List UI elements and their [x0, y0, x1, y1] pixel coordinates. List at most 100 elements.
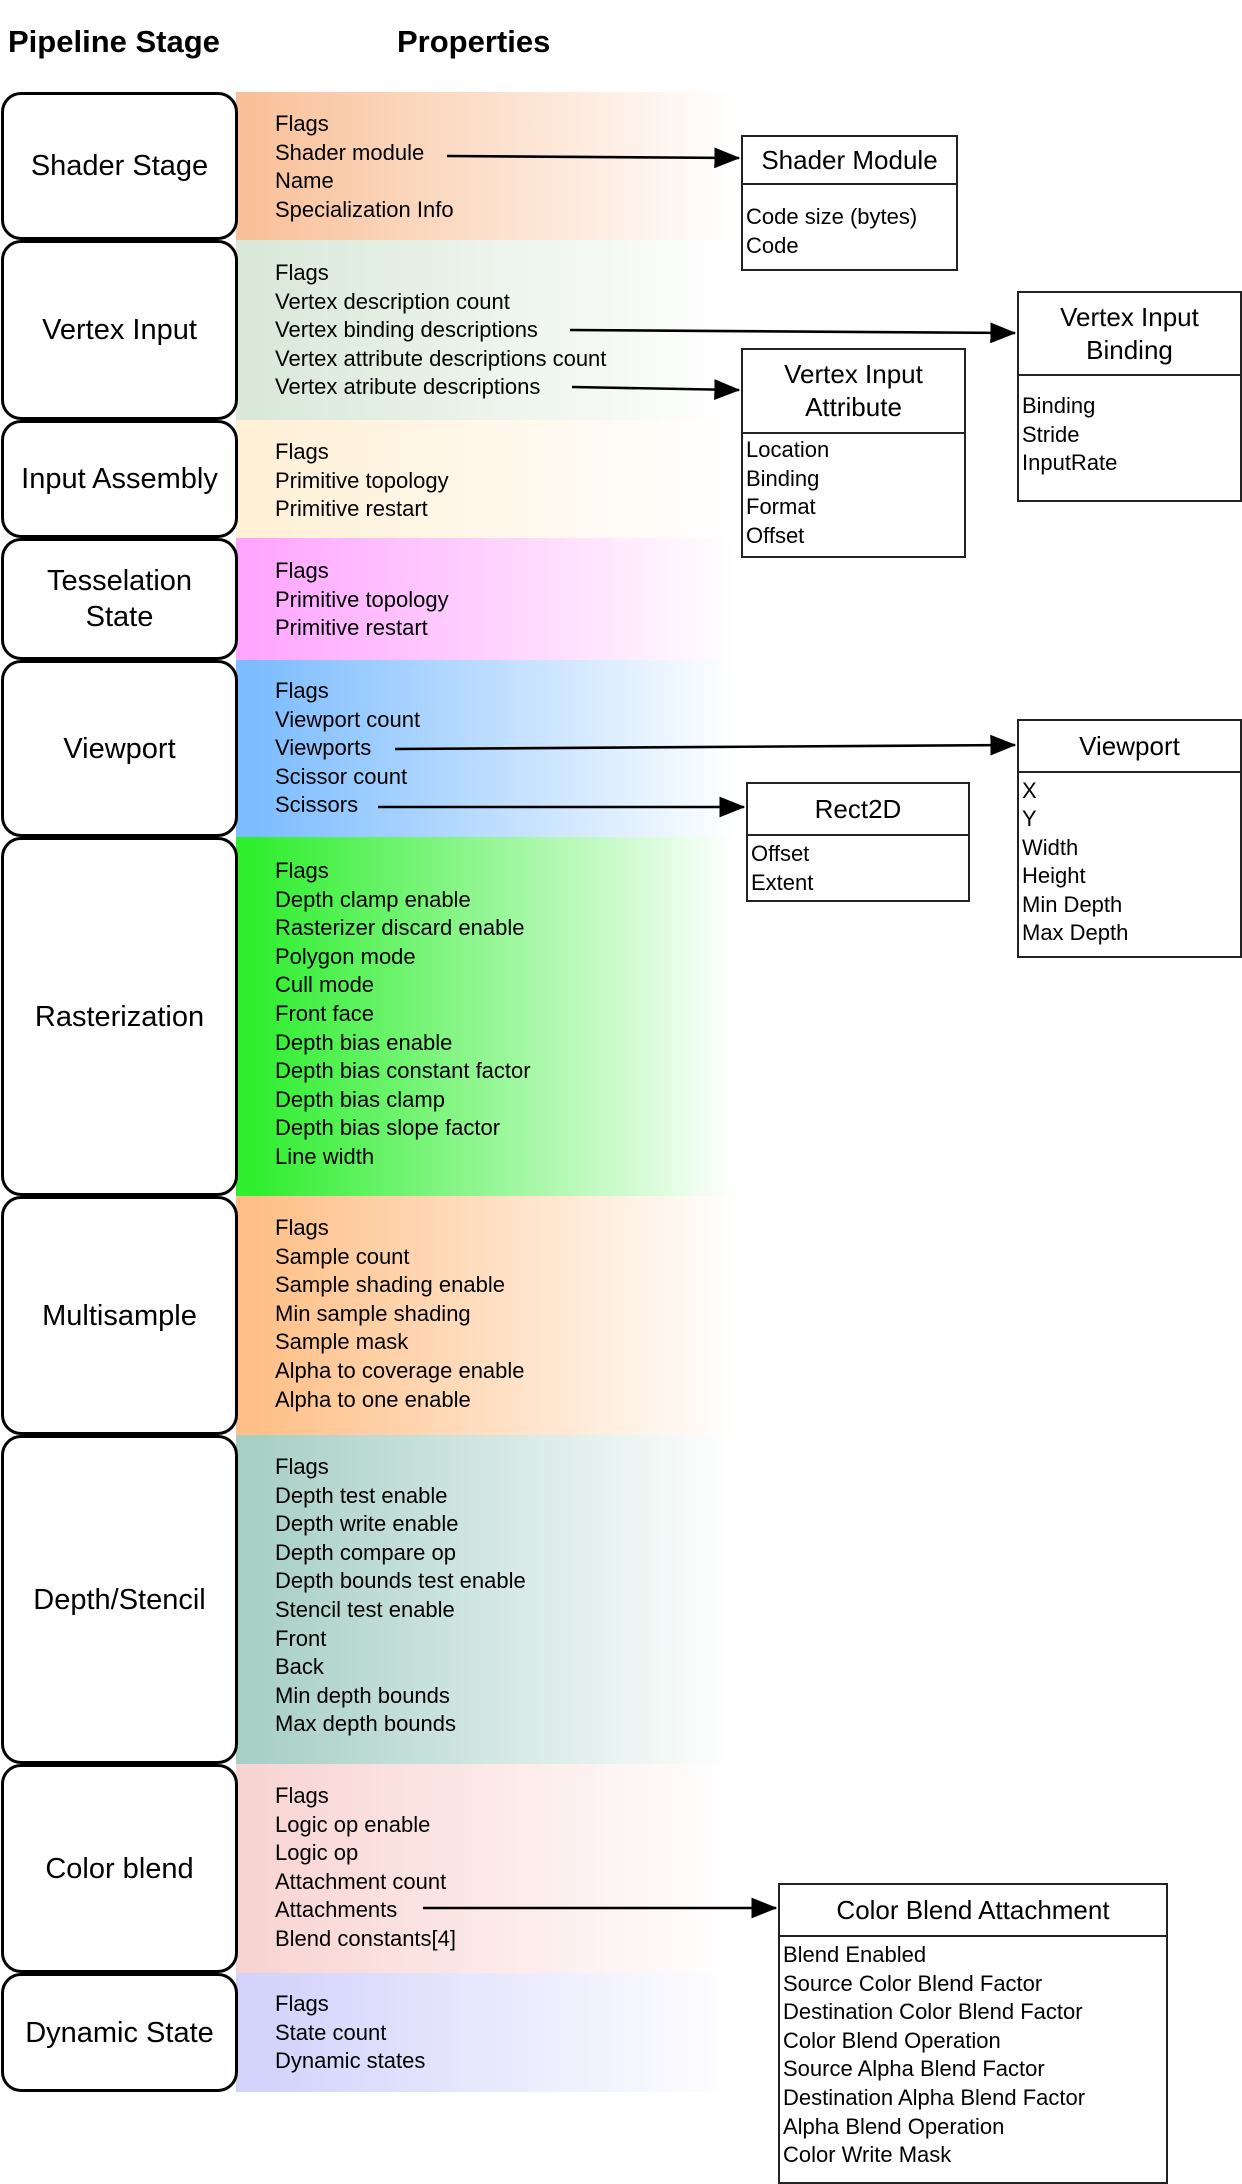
property-item: Vertex binding descriptions: [275, 317, 538, 343]
struct-field: Offset: [746, 522, 805, 548]
struct-field: Y: [1022, 806, 1037, 832]
property-item: Flags: [275, 111, 329, 136]
struct-shader-module: Shader Module Code size (bytes)Code: [741, 135, 958, 271]
stage-depth-stencil: Depth/Stencil: [1, 1435, 238, 1764]
property-item: Vertex description count: [275, 288, 510, 314]
property-item: Vertex atribute descriptions: [275, 374, 541, 400]
struct-field: Source Color Blend Factor: [783, 1970, 1043, 1996]
property-item: Max depth bounds: [275, 1711, 457, 1737]
struct-field: Destination Color Blend Factor: [783, 1999, 1083, 2025]
properties-header: Properties: [397, 24, 551, 59]
struct-field: Location: [746, 437, 830, 462]
property-item: Attachment count: [275, 1868, 447, 1894]
struct-field: X: [1022, 778, 1037, 803]
stage-band-tesselation-state: [236, 538, 756, 660]
property-item: Min depth bounds: [275, 1682, 450, 1708]
property-item: Primitive topology: [275, 467, 449, 493]
stage-viewport: Viewport: [1, 660, 238, 837]
property-item: Depth clamp enable: [275, 886, 471, 912]
struct-field: Binding: [746, 465, 820, 491]
stage-color-blend: Color blend: [1, 1764, 238, 1973]
property-item: Depth write enable: [275, 1511, 459, 1537]
property-item: Primitive restart: [275, 496, 428, 522]
property-item: Name: [275, 168, 334, 194]
stage-band-depth-stencil: [236, 1435, 756, 1764]
stage-label: Viewport: [63, 732, 176, 765]
struct-field: Format: [746, 494, 816, 520]
property-item: Flags: [275, 858, 329, 883]
struct-field: Height: [1022, 863, 1086, 889]
property-item: Dynamic states: [275, 2048, 426, 2074]
stage-multisample: Multisample: [1, 1196, 238, 1435]
property-item: Viewports: [275, 735, 372, 761]
property-item: Stencil test enable: [275, 1596, 455, 1622]
stage-label: Dynamic State: [25, 2016, 214, 2049]
property-item: Flags: [275, 1454, 329, 1479]
stage-band-shader-stage: [236, 92, 756, 240]
stage-label: Multisample: [42, 1299, 197, 1332]
stage-band-rasterization: [236, 837, 756, 1196]
property-item: Back: [275, 1654, 324, 1680]
property-item: Front face: [275, 1000, 375, 1026]
property-item: Sample count: [275, 1243, 410, 1269]
stage-vertex-input: Vertex Input: [1, 240, 238, 420]
struct-title: Shader Module: [743, 137, 956, 185]
struct-field: Alpha Blend Operation: [783, 2113, 1005, 2139]
struct-title: Viewport: [1019, 721, 1240, 773]
property-item: Vertex attribute descriptions count: [275, 345, 607, 371]
property-item: Flags: [275, 1783, 329, 1808]
property-item: Scissors: [275, 792, 359, 818]
struct-field: Color Write Mask: [783, 2142, 952, 2168]
stage-band-color-blend: [236, 1764, 756, 1973]
stage-input-assembly: Input Assembly: [1, 420, 238, 538]
stage-band-multisample: [236, 1196, 756, 1435]
property-item: Depth compare op: [275, 1539, 456, 1565]
struct-field: Blend Enabled: [783, 1942, 927, 1967]
property-item: Alpha to coverage enable: [275, 1357, 525, 1383]
struct-field: Stride: [1022, 421, 1080, 447]
property-item: Flags: [275, 260, 329, 285]
struct-field: Code: [746, 232, 799, 258]
property-item: Depth bounds test enable: [275, 1568, 526, 1594]
struct-field: Binding: [1022, 393, 1096, 418]
stage-label: Color blend: [45, 1852, 194, 1885]
stage-label: Input Assembly: [21, 463, 218, 495]
property-item: Blend constants[4]: [275, 1925, 457, 1951]
property-item: Min sample shading: [275, 1300, 471, 1326]
stage-label: Rasterization: [34, 1000, 205, 1033]
pipeline-stage-header: Pipeline Stage: [8, 24, 220, 59]
property-item: Flags: [275, 1215, 329, 1240]
property-item: Cull mode: [275, 972, 375, 998]
property-item: Logic op enable: [275, 1811, 431, 1837]
property-item: Sample shading enable: [275, 1272, 505, 1298]
property-item: Rasterizer discard enable: [275, 915, 525, 941]
property-item: Logic op: [275, 1840, 359, 1866]
stage-label: Vertex Input: [42, 314, 197, 346]
struct-field: Color Blend Operation: [783, 2027, 1001, 2053]
property-item: Primitive topology: [275, 586, 449, 612]
property-item: Flags: [275, 678, 329, 703]
property-item: Flags: [275, 439, 329, 464]
struct-field: Offset: [751, 841, 810, 866]
stage-tesselation-state: Tesselation State: [1, 538, 238, 660]
property-item: Polygon mode: [275, 943, 416, 969]
property-item: Line width: [275, 1143, 375, 1169]
struct-field: Source Alpha Blend Factor: [783, 2056, 1045, 2082]
struct-field: Width: [1022, 834, 1079, 860]
struct-title: Rect2D: [748, 784, 968, 836]
property-item: Flags: [275, 1991, 329, 2016]
struct-title: Vertex Input Attribute: [743, 350, 964, 434]
stage-label: Depth/Stencil: [33, 1583, 206, 1616]
